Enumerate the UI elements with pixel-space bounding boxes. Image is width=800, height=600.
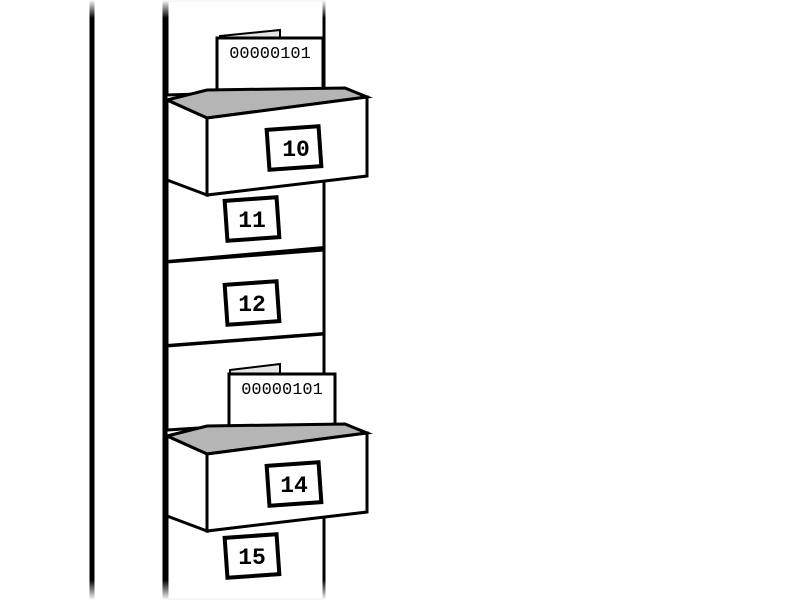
drawer-11[interactable]: 11 [165, 168, 326, 264]
drawer-14-paper-value: 00000101 [241, 381, 323, 400]
drawer-12-label-frame [222, 279, 282, 327]
drawer-15-label-frame [222, 532, 282, 580]
drawer-10-paper-value: 00000101 [229, 45, 311, 64]
drawer-10-label-frame [264, 124, 324, 172]
drawer-12-label: 12 [238, 292, 266, 318]
drawer-10-open[interactable]: 00000101 10 [162, 36, 373, 198]
drawer-14-label-frame [264, 460, 324, 508]
drawer-10-label: 10 [282, 137, 310, 163]
top-fade [80, 0, 380, 18]
drawer-11-label-frame [222, 195, 282, 243]
drawer-15-label: 15 [238, 545, 266, 571]
bottom-fade [80, 580, 380, 600]
drawer-11-label: 11 [238, 208, 266, 234]
drawer-14-label: 14 [280, 473, 308, 499]
drawer-12[interactable]: 12 [165, 248, 326, 348]
drawer-14-open[interactable]: 00000101 14 [162, 372, 373, 534]
